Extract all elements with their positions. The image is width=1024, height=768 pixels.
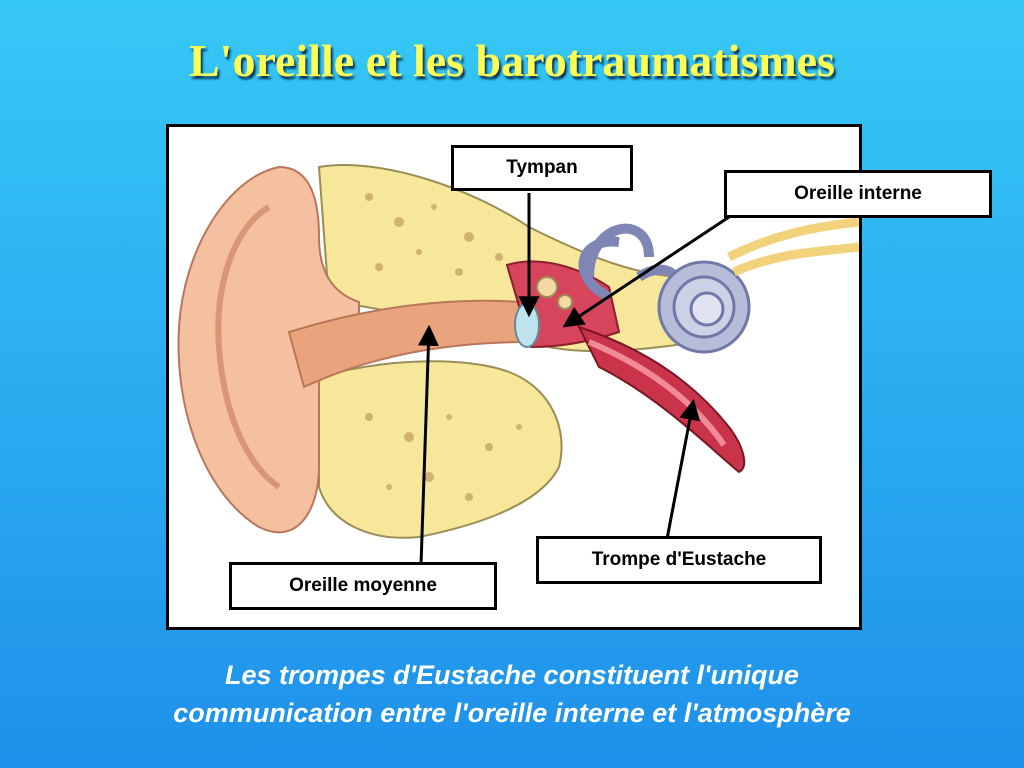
pinna-fold: [215, 204, 281, 490]
slide-title: L'oreille et les barotraumatismes: [189, 35, 835, 86]
arrow-oreille-moyenne: [417, 324, 439, 566]
eustachian-tube-inner: [587, 339, 727, 447]
label-oreille-interne: Oreille interne: [724, 170, 992, 218]
ear-illustration: [177, 164, 859, 566]
eustachian-tube: [577, 325, 746, 474]
label-tympan: Tympan: [451, 145, 633, 191]
auditory-nerve: [726, 217, 859, 277]
label-trompe-eustache: Trompe d'Eustache: [536, 536, 822, 584]
arrow-oreille-interne: [562, 215, 730, 328]
ossicle: [536, 276, 558, 298]
caption-line: Les trompes d'Eustache constituent l'uni…: [225, 660, 799, 690]
arrow-trompe-eustache: [665, 398, 701, 540]
caption-line: communication entre l'oreille interne et…: [173, 698, 851, 728]
temporal-bone-lower: [318, 360, 563, 539]
slide-caption: Les trompes d'Eustache constituent l'uni…: [40, 656, 984, 732]
pinna: [177, 165, 360, 534]
ossicle: [557, 294, 573, 310]
bone-texture: [365, 193, 532, 501]
eardrum-shape: [514, 302, 540, 348]
cochlea-shape: [657, 260, 751, 354]
label-oreille-moyenne: Oreille moyenne: [229, 562, 497, 610]
